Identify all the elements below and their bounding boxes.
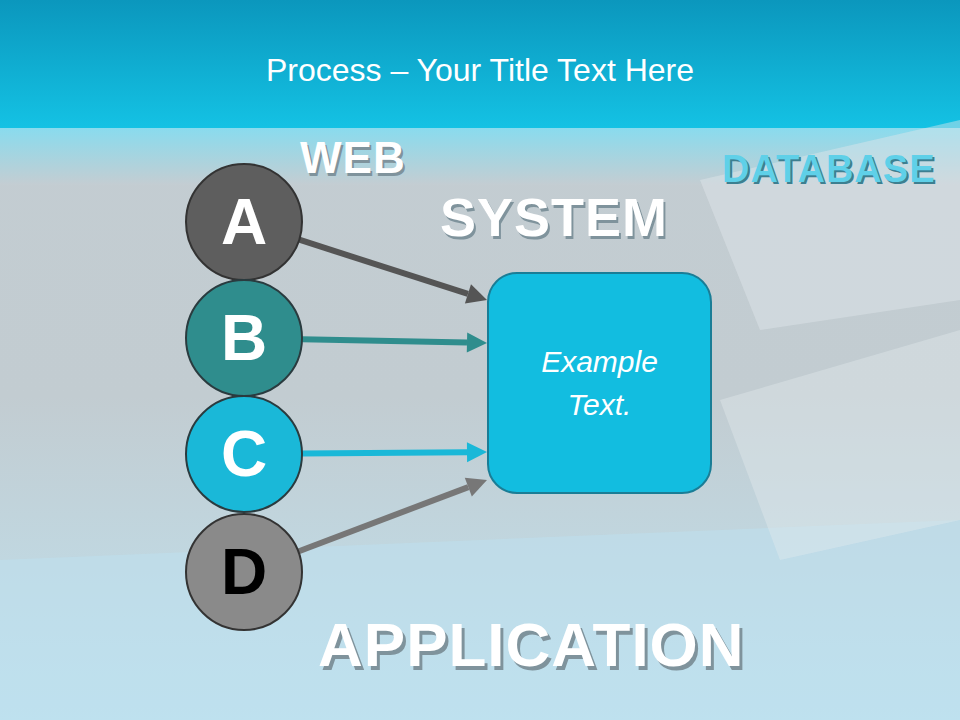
arrow-connector — [302, 442, 487, 462]
watermark-word: APPLICATION — [318, 614, 745, 676]
watermark-word: SYSTEM — [440, 190, 668, 244]
letter-circle: C — [184, 394, 304, 514]
letter-circle: A — [184, 162, 304, 282]
watermark-word: WEB — [300, 136, 406, 180]
arrow-connector — [302, 333, 487, 353]
letter-circle: D — [184, 512, 304, 632]
step-letter: B — [221, 306, 267, 370]
step-letter: D — [221, 540, 267, 604]
box-text: Example Text. — [520, 340, 680, 427]
arrow-connector — [299, 240, 487, 304]
letter-circle: B — [184, 278, 304, 398]
process-box: Example Text. — [487, 272, 712, 494]
step-letter: C — [221, 422, 267, 486]
watermark-word: DATABASE — [722, 150, 935, 188]
step-letter: A — [221, 190, 267, 254]
slide-title: Process – Your Title Text Here — [0, 52, 960, 89]
arrow-connector — [298, 478, 487, 552]
